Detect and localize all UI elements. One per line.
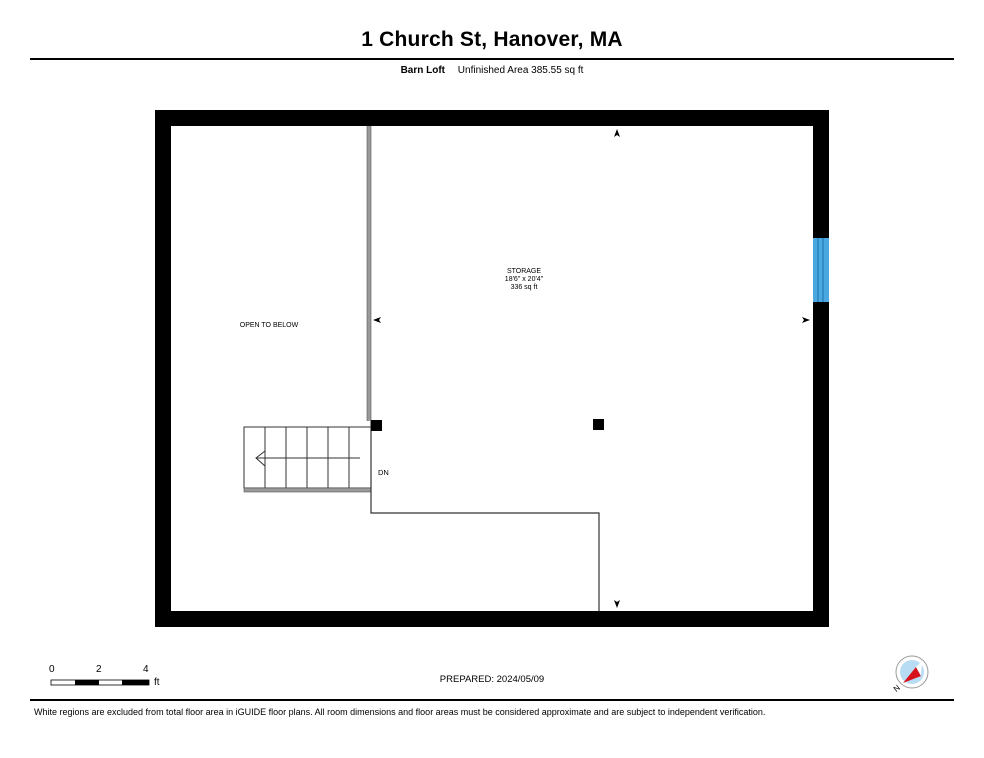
compass-icon [895,655,929,689]
scale-unit: ft [154,677,160,688]
railing [366,126,372,421]
arrow-down-icon [614,600,620,608]
arrow-left-icon [373,317,381,323]
room-name: OPEN TO BELOW [239,322,299,329]
area-summary: Unfinished Area 385.55 sq ft [457,65,584,76]
scale-bar [50,679,150,686]
room-name: STORAGE [506,268,542,275]
window [813,238,829,302]
arrow-up-icon [614,129,620,137]
scale-tick-2: 2 [96,664,102,675]
level-name: Barn Loft [400,65,446,76]
disclaimer: White regions are excluded from total fl… [34,707,766,717]
prepared-date: PREPARED: 2024/05/09 [439,674,545,685]
room-dimensions: 18'6" x 20'4" [504,276,544,283]
level-summary: Barn Loft Unfinished Area 385.55 sq ft [0,65,984,76]
exterior-walls [155,110,829,627]
interior-lines [370,421,600,611]
room-label-storage: STORAGE 18'6" x 20'4" 336 sq ft [484,268,564,292]
room-area: 336 sq ft [510,284,538,291]
scale-tick-4: 4 [143,664,149,675]
room-label-open-to-below: OPEN TO BELOW [219,322,319,330]
header-divider [30,58,954,60]
stairs [243,426,372,493]
footer-divider [30,699,954,701]
arrow-right-icon [802,317,810,323]
post [593,419,604,430]
scale-tick-0: 0 [49,664,55,675]
stairs-direction-label: DN [378,468,389,477]
post [371,420,382,431]
property-address-title: 1 Church St, Hanover, MA [361,28,623,51]
